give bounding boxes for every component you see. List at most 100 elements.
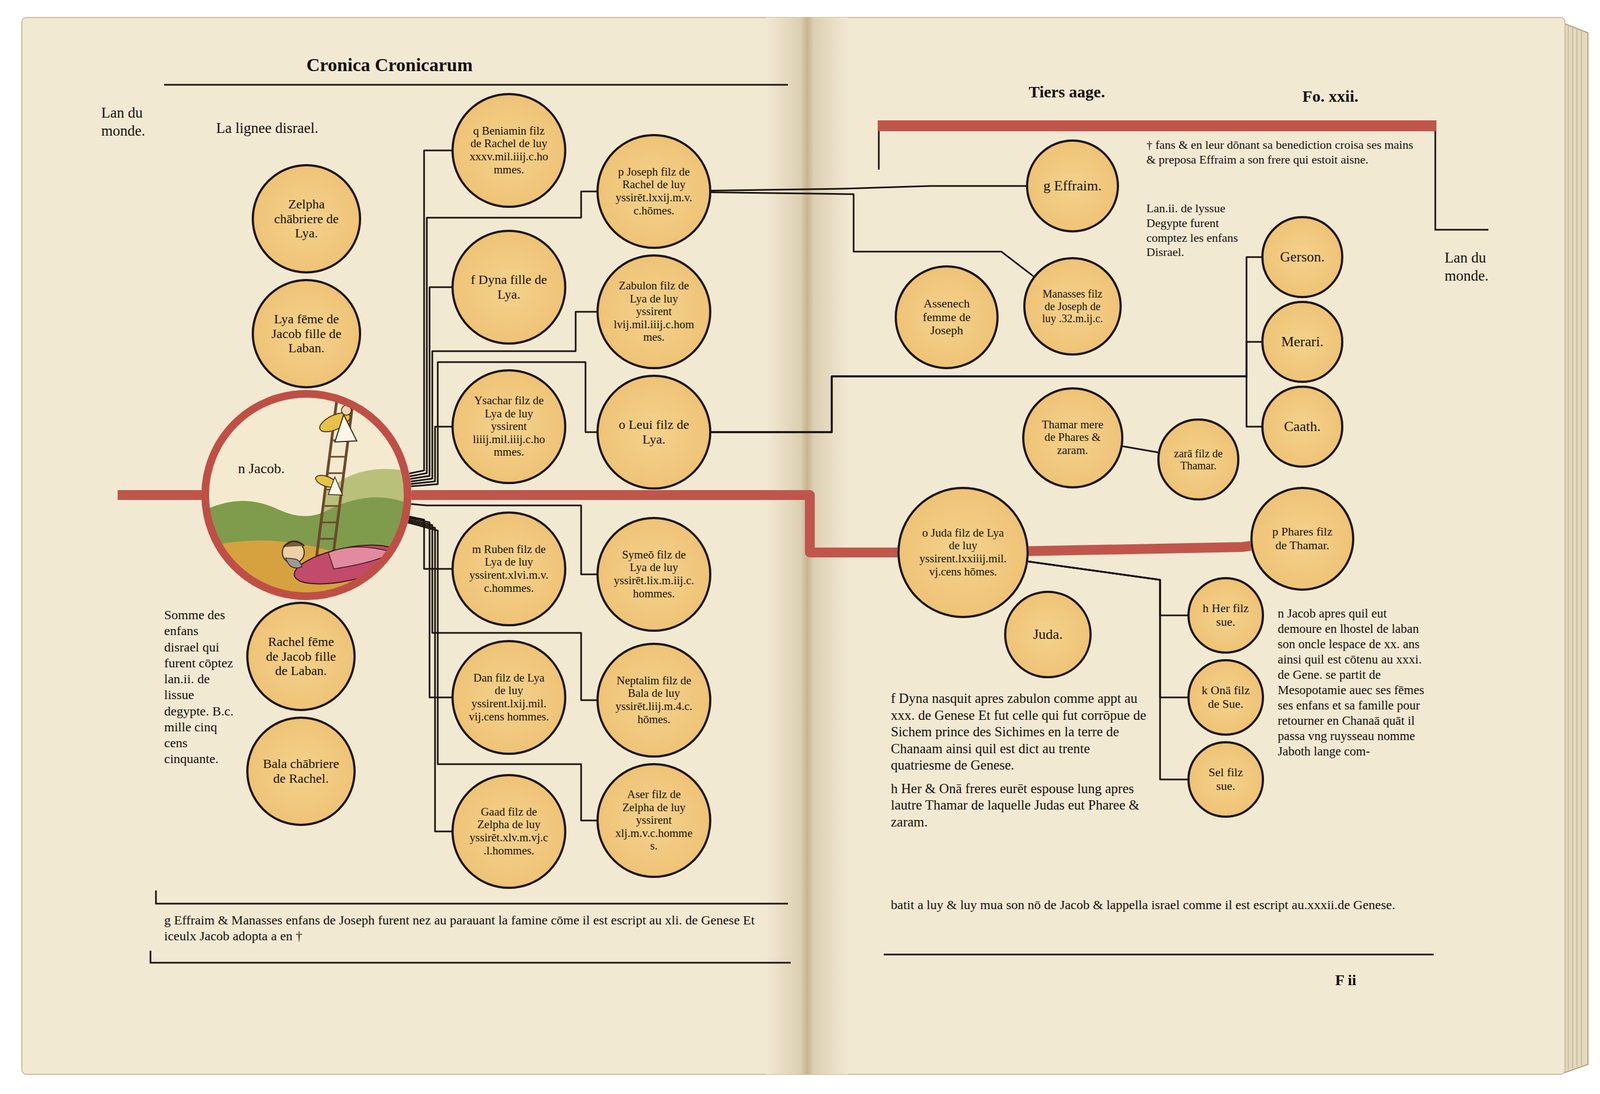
text-stack: q Beniamin filz de Rachel de luy xxxv.mi… (468, 124, 550, 177)
frame-rule (155, 890, 788, 904)
text-stack: f Dyna fille de Lya. (468, 272, 550, 303)
frame-rule (150, 951, 791, 964)
person-name: o Leui filz de Lya. (613, 417, 695, 448)
genealogy-circle: Zelpha chābriere de Lya. (251, 164, 362, 274)
genealogy-circle: Symeō filz de Lya de luy yssirēt.lix.m.i… (596, 517, 712, 633)
text-stack: m Ruben filz de Lya de luy yssirent.xlvi… (468, 543, 550, 595)
person-name: Ysachar filz de Lya de luy yssirent liii… (468, 394, 550, 460)
folio-number: Fo. xxii. (1302, 86, 1412, 107)
running-title: Cronica Cronicarum (306, 53, 473, 77)
lineage-line (408, 521, 452, 833)
label-box: Somme des enfans disrael qui furent cōpt… (164, 607, 237, 768)
genealogy-circle: Juda. (1004, 590, 1092, 679)
text-stack: g Effraim. (1040, 177, 1106, 194)
page-edges (1568, 26, 1582, 1071)
lineage-line (410, 426, 452, 485)
person-name: zarā filz de Thamar. (1169, 447, 1228, 473)
jacob-dream-woodcut (202, 395, 411, 602)
lineage-line (711, 186, 1026, 191)
text-stack: Zabulon filz de Lya de luy yssirent lvij… (613, 279, 695, 345)
text-stack: o Leui filz de Lya. (613, 417, 695, 448)
note-text: Lan.ii. de lyssue Degypte furent comptez… (1146, 201, 1240, 260)
header-box: Cronica Cronicarum (306, 53, 473, 77)
person-name: Aser filz de Zelpha de luy yssirent xlj.… (613, 788, 695, 854)
genealogy-circle: Sel filz sue. (1187, 741, 1265, 819)
lineage-band (1028, 546, 1251, 552)
person-name: Symeō filz de Lya de luy yssirēt.lix.m.i… (613, 548, 695, 601)
lineage-line (410, 362, 597, 487)
text-stack: zarā filz de Thamar. (1169, 447, 1228, 473)
red-band (117, 490, 208, 501)
footnote: g Effraim & Manasses enfans de Joseph fu… (164, 912, 788, 946)
text-stack: n Jacob. (235, 460, 288, 478)
genealogy-circle: m Ruben filz de Lya de luy yssirent.xlvi… (451, 511, 567, 627)
illustrated-medallion: n Jacob. (201, 390, 412, 601)
note-text: f Dyna nasquit apres zabulon comme appt … (890, 690, 1150, 775)
text-stack: Neptalim filz de Bala de luy yssirēt.lii… (613, 674, 695, 727)
person-name: Caath. (1273, 418, 1332, 435)
paper (21, 17, 1565, 1075)
text-stack: Caath. (1273, 418, 1332, 435)
label-box: Fo. xxii. (1302, 86, 1412, 107)
red-band (877, 120, 1437, 132)
text-stack: k Onā filz de Sue. (1198, 683, 1253, 711)
genealogy-circle: Gaad filz de Zelpha de luy yssirēt.xlv.m… (451, 774, 567, 890)
label-box: h Her & Onā freres eurēt espouse lung ap… (890, 780, 1150, 832)
person-name: f Dyna fille de Lya. (468, 272, 550, 303)
text-stack: Sel filz sue. (1198, 766, 1253, 793)
genealogy-circle: q Beniamin filz de Rachel de luy xxxv.mi… (451, 93, 567, 208)
person-name: Bala chābriere de Rachel. (262, 756, 340, 787)
person-name: Juda. (1017, 626, 1079, 643)
person-name: Gaad filz de Zelpha de luy yssirēt.xlv.m… (468, 806, 550, 858)
frame-rule (883, 954, 1434, 956)
genealogy-circle: Aser filz de Zelpha de luy yssirent xlj.… (596, 763, 712, 879)
genealogy-circle: Zabulon filz de Lya de luy yssirent lvij… (596, 254, 712, 370)
genealogy-circle: Dan filz de Lya de luy yssirent.lxij.mil… (451, 640, 567, 756)
person-name: o Juda filz de Lya de luy yssirent.lxxii… (917, 526, 1010, 579)
section-heading: La lignee disrael. (216, 119, 392, 138)
text-stack: Dan filz de Lya de luy yssirent.lxij.mil… (468, 671, 550, 724)
genealogy-circle: Caath. (1261, 385, 1344, 468)
text-stack: Bala chābriere de Rachel. (262, 756, 340, 787)
lineage-line (711, 192, 1034, 277)
note-text: n Jacob apres quil eut demoure en lhoste… (1277, 606, 1425, 760)
label-box: Lan du monde. (1444, 248, 1505, 286)
person-name: p Phares filz de Thamar. (1266, 525, 1339, 553)
genealogy-circle: p Joseph filz de Rachel de luy yssirēt.l… (596, 134, 712, 249)
text-stack: o Juda filz de Lya de luy yssirent.lxxii… (917, 526, 1010, 579)
genealogy-circle: o Leui filz de Lya. (596, 374, 712, 490)
person-name: Thamar mere de Phares & zaram. (1036, 418, 1109, 458)
frame-rule (1435, 131, 1489, 230)
person-name: g Effraim. (1040, 177, 1106, 194)
person-name: Manasses filz de Joseph de luy .32.m.ij.… (1038, 287, 1107, 325)
genealogy-circle: p Phares filz de Thamar. (1250, 487, 1355, 591)
margin-heading: Lan du monde. (101, 103, 178, 141)
genealogy-circle: k Onā filz de Sue. (1187, 659, 1265, 736)
text-stack: h Her filz sue. (1198, 601, 1253, 629)
text-stack: Aser filz de Zelpha de luy yssirent xlj.… (613, 788, 695, 854)
note-text: batit a luy & luy mua son nō de Jacob & … (890, 897, 1471, 914)
label-box: Lan du monde. (101, 103, 178, 141)
text-stack: Lya fēme de Jacob fille de Laban. (268, 311, 345, 357)
genealogy-circle: Neptalim filz de Bala de luy yssirēt.lii… (596, 642, 712, 758)
genealogy-circle: Ysachar filz de Lya de luy yssirent liii… (451, 369, 567, 485)
genealogy-circle: Rachel fēme de Jacob fille de Laban. (246, 601, 356, 712)
genealogy-circle: h Her filz sue. (1187, 577, 1265, 654)
text-stack: Ysachar filz de Lya de luy yssirent liii… (468, 394, 550, 460)
label-box: batit a luy & luy mua son nō de Jacob & … (890, 897, 1471, 914)
person-name: Sel filz sue. (1198, 766, 1253, 793)
label-box: n Jacob apres quil eut demoure en lhoste… (1277, 606, 1425, 760)
label-box: † fans & en leur dōnant sa benediction c… (1146, 137, 1420, 168)
genealogy-circle: f Dyna fille de Lya. (451, 229, 567, 345)
medallion-caption: n Jacob. (235, 460, 288, 478)
label-box: La lignee disrael. (216, 119, 392, 138)
genealogy-circle: Thamar mere de Phares & zaram. (1022, 387, 1124, 489)
text-stack: Assenech femme de Joseph (910, 297, 984, 338)
genealogy-circle: Merari. (1261, 300, 1344, 384)
text-stack: p Joseph filz de Rachel de luy yssirēt.l… (613, 165, 695, 218)
running-head: Tiers aage. (1028, 82, 1171, 103)
signature-mark: F ii (1335, 971, 1412, 990)
note-text: h Her & Onā freres eurēt espouse lung ap… (890, 780, 1150, 832)
page-stack (1562, 22, 1588, 1074)
